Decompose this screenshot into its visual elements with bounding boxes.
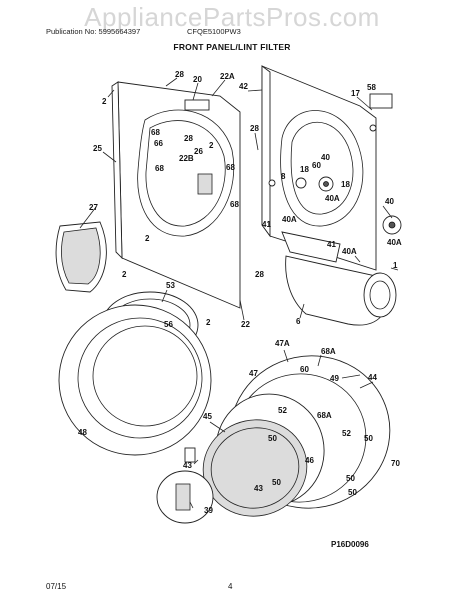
callout-60: 60: [300, 365, 309, 374]
callout-2: 2: [102, 97, 107, 106]
callout-40: 40: [321, 153, 330, 162]
hinge-detail-part: [156, 470, 214, 524]
callout-58: 58: [367, 83, 376, 92]
callout-6: 6: [296, 317, 301, 326]
inner-door-part: [184, 355, 391, 517]
callout-labels: 28 20 22A 42 17 58 2 68 28 25 66 2 28 22…: [78, 70, 402, 515]
callout-46: 46: [305, 456, 314, 465]
model-number: CFQE5100PW3: [187, 27, 241, 36]
callout-22b: 22B: [179, 154, 194, 163]
diagram-code: P16D0096: [331, 540, 369, 549]
callout-40a: 40A: [325, 194, 340, 203]
callout-49: 49: [330, 374, 339, 383]
callout-48: 48: [78, 428, 87, 437]
callout-22: 22: [241, 320, 250, 329]
callout-47: 47: [249, 369, 258, 378]
callout-39: 39: [204, 506, 213, 515]
callout-18: 18: [341, 180, 350, 189]
callout-50: 50: [272, 478, 281, 487]
callout-66: 66: [154, 139, 163, 148]
callout-53: 53: [166, 281, 175, 290]
callout-68: 68: [155, 164, 164, 173]
callout-40a: 40A: [387, 238, 402, 247]
publication-number: Publication No: 5995664397: [46, 27, 141, 36]
outer-door-part: [58, 304, 212, 456]
callout-2: 2: [206, 318, 211, 327]
leader-lines: [79, 77, 399, 509]
callout-26: 26: [194, 147, 203, 156]
duct-blower-part: [281, 231, 397, 326]
callout-28: 28: [255, 270, 264, 279]
callout-2: 2: [145, 234, 150, 243]
watermark: AppliancePartsPros.com: [84, 2, 380, 32]
callout-2: 2: [209, 141, 214, 150]
front-panel-part: [111, 81, 241, 309]
callout-68: 68: [226, 163, 235, 172]
callout-56: 56: [164, 320, 173, 329]
callout-18: 18: [300, 165, 309, 174]
callout-50: 50: [268, 434, 277, 443]
callout-60: 60: [312, 161, 321, 170]
callout-70: 70: [391, 459, 400, 468]
callout-43: 43: [254, 484, 263, 493]
callout-28: 28: [175, 70, 184, 79]
callout-28: 28: [250, 124, 259, 133]
callout-68: 68: [230, 200, 239, 209]
callout-40a: 40A: [342, 247, 357, 256]
callout-40a: 40A: [282, 215, 297, 224]
callout-68a: 68A: [321, 347, 336, 356]
callout-52: 52: [278, 406, 287, 415]
callout-20: 20: [193, 75, 202, 84]
callout-41: 41: [327, 240, 336, 249]
callout-50: 50: [346, 474, 355, 483]
callout-41: 41: [262, 220, 271, 229]
callout-28: 28: [184, 134, 193, 143]
callout-68a: 68A: [317, 411, 332, 420]
callout-8: 8: [281, 172, 286, 181]
callout-42: 42: [239, 82, 248, 91]
callout-17: 17: [351, 89, 360, 98]
callout-2: 2: [122, 270, 127, 279]
callout-27: 27: [89, 203, 98, 212]
page-number: 4: [228, 582, 233, 591]
callout-52: 52: [342, 429, 351, 438]
callout-44: 44: [368, 373, 377, 382]
rear-bulkhead-part: [261, 65, 402, 271]
callout-50: 50: [348, 488, 357, 497]
callout-50: 50: [364, 434, 373, 443]
callout-45: 45: [203, 412, 212, 421]
footer-date: 07/15: [46, 582, 67, 591]
callout-22a: 22A: [220, 72, 235, 81]
callout-68: 68: [151, 128, 160, 137]
callout-25: 25: [93, 144, 102, 153]
lint-filter-part: [55, 221, 107, 293]
callout-40: 40: [385, 197, 394, 206]
callout-43: 43: [183, 461, 192, 470]
callout-1: 1: [393, 261, 398, 270]
diagram-title: FRONT PANEL/LINT FILTER: [173, 42, 291, 52]
callout-47a: 47A: [275, 339, 290, 348]
